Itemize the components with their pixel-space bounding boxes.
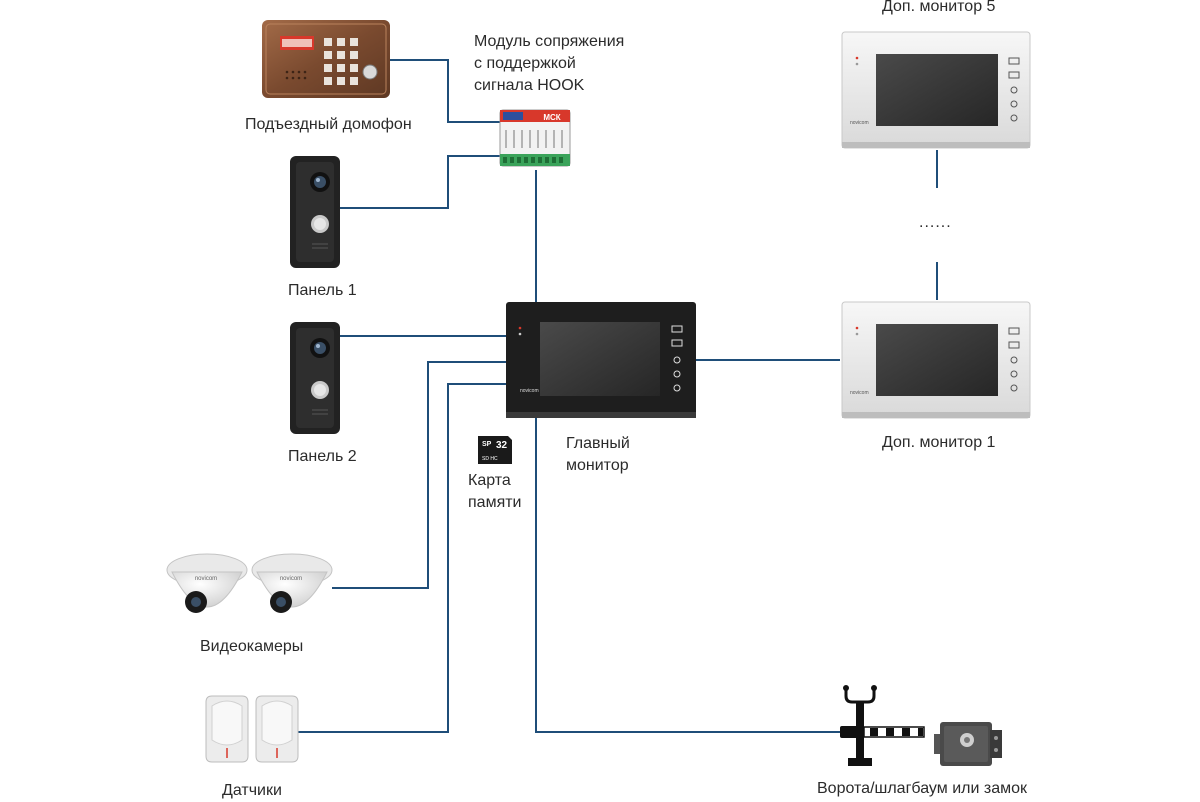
module-label-line1: Модуль сопряжения bbox=[474, 33, 625, 50]
dome-camera-2: novicom bbox=[251, 553, 333, 613]
sd-brand: SP bbox=[482, 441, 492, 448]
panel1-label: Панель 1 bbox=[288, 282, 357, 299]
intercom-label: Подъездный домофон bbox=[245, 116, 412, 133]
memory-card-icon: SP 32 SD HC bbox=[478, 436, 512, 464]
main-monitor-icon: novicom bbox=[506, 302, 696, 418]
motion-sensor-1 bbox=[205, 695, 249, 763]
main-monitor-label-line2: монитор bbox=[566, 457, 629, 474]
ellipsis-label: ...... bbox=[919, 214, 952, 231]
extra-monitor-5-icon: novicom bbox=[841, 31, 1031, 149]
barrier-gate-icon bbox=[840, 685, 925, 766]
memory-card-label-line2: памяти bbox=[468, 494, 522, 511]
gate-label: Ворота/шлагбаум или замок bbox=[817, 780, 1027, 797]
camera-1-brand: novicom bbox=[195, 576, 217, 582]
electric-lock-icon bbox=[934, 722, 1002, 766]
wire-panel1-module bbox=[340, 155, 500, 209]
wire-intercom-module bbox=[390, 59, 500, 123]
dome-camera-icon: novicom novicom bbox=[166, 553, 333, 613]
extra-monitor-1-icon: novicom bbox=[841, 301, 1031, 419]
main-monitor-brand: novicom bbox=[520, 388, 539, 394]
extra-monitor-1-label: Доп. монитор 1 bbox=[882, 434, 996, 451]
module-label-line2: с поддержкой bbox=[474, 55, 576, 72]
motion-sensor-icon bbox=[205, 695, 299, 763]
sd-capacity: 32 bbox=[496, 440, 508, 451]
intercom-icon bbox=[262, 20, 390, 98]
wires bbox=[298, 59, 938, 733]
wire-sensors-main-monitor bbox=[298, 383, 506, 733]
extra-monitor-5-brand: novicom bbox=[850, 120, 869, 126]
module-title: МСК bbox=[543, 113, 560, 122]
wire-cameras-main-monitor bbox=[332, 361, 506, 589]
panel2-label: Панель 2 bbox=[288, 448, 357, 465]
interface-module-icon: МСК bbox=[499, 109, 571, 167]
cameras-label: Видеокамеры bbox=[200, 638, 304, 655]
memory-card-label-line1: Карта bbox=[468, 472, 511, 489]
motion-sensor-2 bbox=[255, 695, 299, 763]
extra-monitor-1-brand: novicom bbox=[850, 390, 869, 396]
module-label-line3: сигнала HOOK bbox=[474, 77, 585, 94]
dome-camera-1: novicom bbox=[166, 553, 248, 613]
main-monitor-label-line1: Главный bbox=[566, 435, 630, 452]
door-panel-2-icon bbox=[290, 322, 340, 434]
wire-main-gate bbox=[535, 418, 842, 733]
sd-type: SD HC bbox=[482, 456, 498, 462]
door-panel-1-icon bbox=[290, 156, 340, 268]
camera-2-brand: novicom bbox=[280, 576, 302, 582]
sensors-label: Датчики bbox=[222, 782, 282, 799]
extra-monitor-5-label: Доп. монитор 5 bbox=[882, 0, 996, 15]
